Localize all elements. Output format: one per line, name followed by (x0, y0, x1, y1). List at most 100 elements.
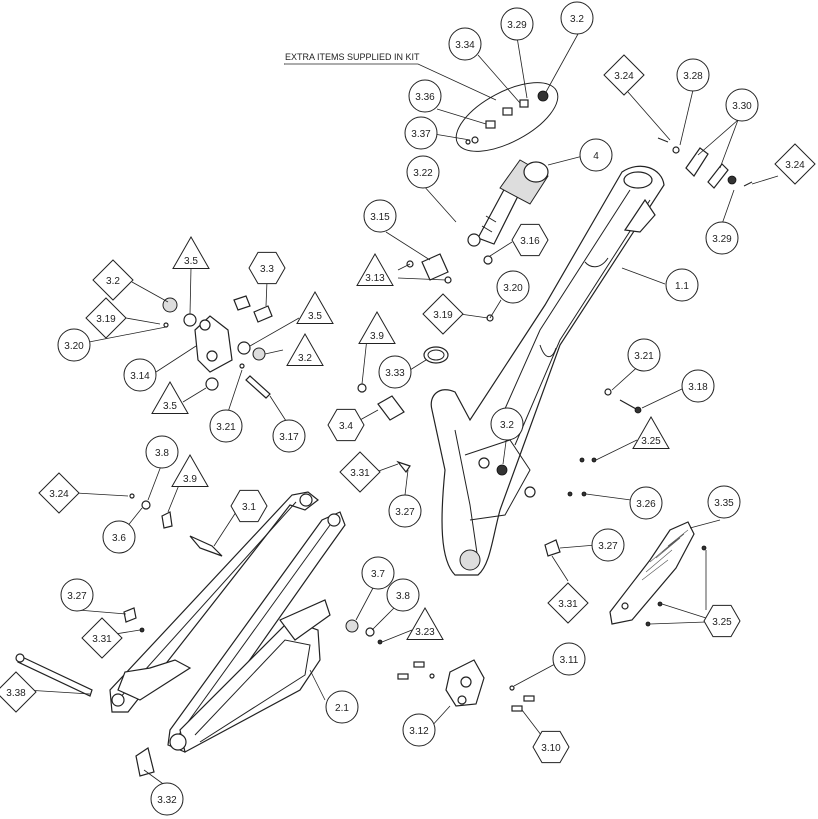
callout-circle-outline (57, 328, 91, 362)
callout-diamond-outline (339, 451, 381, 493)
callout-label: 3.19 (433, 310, 453, 321)
callout-diamond: 3.19 (85, 297, 127, 339)
callout-label: 3.31 (558, 599, 578, 610)
callout-label: 3.2 (106, 276, 120, 287)
callout-hexagon-outline (703, 604, 741, 638)
callout-label: 3.25 (712, 617, 732, 628)
callout-hexagon: 3.25 (703, 604, 741, 638)
callout-circle-outline (500, 7, 534, 41)
callout-circle-outline (60, 578, 94, 612)
callout-circle-outline (102, 520, 136, 554)
callout-circle: 1.1 (665, 268, 699, 302)
callout-hexagon: 3.4 (327, 408, 365, 442)
seat-clamp-and-pivot (357, 346, 449, 421)
callout-circle: 3.36 (408, 79, 442, 113)
callout-diamond-outline (85, 297, 127, 339)
callout-circle-outline (150, 782, 184, 816)
callout-diamond-outline (0, 671, 37, 713)
callout-label: 3.35 (714, 498, 734, 509)
callout-triangle-outline (151, 380, 189, 414)
callout-triangle-outline (172, 235, 210, 269)
callout-label: 3.27 (395, 507, 415, 518)
callout-circle-outline (272, 419, 306, 453)
callout-label: 3.3 (260, 264, 274, 275)
callout-label: 3.32 (157, 795, 177, 806)
callout-diamond: 3.2 (92, 259, 134, 301)
callout-triangle: 3.5 (296, 290, 334, 324)
callout-hexagon-outline (327, 408, 365, 442)
callout-triangle: 3.5 (151, 380, 189, 414)
callout-circle: 3.20 (57, 328, 91, 362)
callout-label: 3.8 (396, 591, 410, 602)
callout-label: 3.34 (455, 40, 475, 51)
callout-diamond-outline (422, 293, 464, 335)
callout-label: 3.27 (67, 591, 87, 602)
front-frame (430, 165, 665, 576)
callout-label: 3.9 (183, 474, 197, 485)
callout-label: 3.27 (598, 541, 618, 552)
callout-circle: 3.35 (707, 485, 741, 519)
callout-diamond: 3.24 (38, 472, 80, 514)
callout-label: 3.15 (370, 212, 390, 223)
callout-label: 3.19 (96, 314, 116, 325)
kit-note: EXTRA ITEMS SUPPLIED IN KIT (285, 52, 420, 62)
callout-circle: 3.7 (361, 556, 395, 590)
callout-circle-outline (363, 199, 397, 233)
callout-label: 3.17 (279, 432, 299, 443)
callout-hexagon: 3.16 (511, 223, 549, 257)
callout-circle-outline (676, 58, 710, 92)
callout-triangle-outline (632, 415, 670, 449)
callout-circle-outline (496, 270, 530, 304)
callout-circle: 3.33 (378, 355, 412, 389)
callout-label: 3.30 (732, 101, 752, 112)
callout-circle: 3.6 (102, 520, 136, 554)
callout-circle: 3.22 (406, 155, 440, 189)
callout-circle: 3.27 (388, 494, 422, 528)
callout-circle-outline (361, 556, 395, 590)
callout-circle: 3.14 (123, 358, 157, 392)
callout-label: 3.36 (415, 92, 435, 103)
callout-circle-outline (388, 494, 422, 528)
callout-label: 3.5 (163, 401, 177, 412)
callout-diamond-outline (38, 472, 80, 514)
callout-circle: 3.29 (705, 221, 739, 255)
callout-circle-outline (665, 268, 699, 302)
callout-circle: 3.21 (209, 409, 243, 443)
callout-label: 3.31 (350, 468, 370, 479)
callout-circle: 3.12 (402, 713, 436, 747)
callout-label: 3.8 (155, 448, 169, 459)
callout-hexagon: 3.1 (230, 489, 268, 523)
callout-circle-outline (591, 528, 625, 562)
callout-circle: 3.21 (627, 338, 661, 372)
callout-circle-outline (681, 369, 715, 403)
callout-circle-outline (490, 407, 524, 441)
callout-diamond-outline (603, 54, 645, 96)
callout-circle-outline (707, 485, 741, 519)
callout-circle: 3.8 (145, 435, 179, 469)
callout-circle: 3.37 (404, 116, 438, 150)
callout-label: 3.29 (712, 234, 732, 245)
callout-triangle-outline (171, 453, 209, 487)
callout-circle: 3.34 (448, 27, 482, 61)
callout-label: 3.24 (785, 160, 805, 171)
callout-triangle-outline (286, 332, 324, 366)
callout-circle-outline (378, 355, 412, 389)
callout-label: 3.7 (371, 569, 385, 580)
callout-diamond: 3.31 (339, 451, 381, 493)
callout-label: 3.21 (216, 422, 236, 433)
callout-triangle: 3.5 (172, 235, 210, 269)
derailleur-hanger (657, 137, 753, 189)
callout-circle-outline (627, 338, 661, 372)
small-hardware (345, 388, 642, 645)
callout-label: 3.2 (570, 14, 584, 25)
callout-circle: 3.27 (591, 528, 625, 562)
callout-label: 3.14 (130, 371, 150, 382)
callout-triangle: 3.23 (406, 606, 444, 640)
callout-label: 3.13 (365, 273, 385, 284)
callout-triangle-outline (358, 310, 396, 344)
shock-mount-clevis (406, 253, 494, 322)
callout-circle-outline (402, 713, 436, 747)
callout-triangle-outline (406, 606, 444, 640)
callout-label: 3.24 (614, 71, 634, 82)
